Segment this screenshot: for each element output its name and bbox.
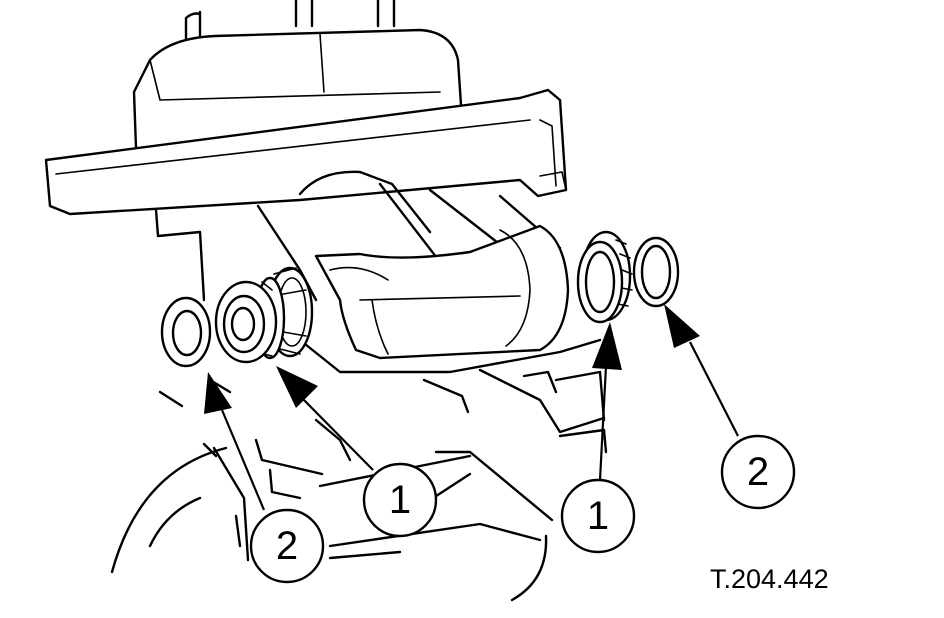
callout-2-right: 2 <box>720 434 796 510</box>
arrowhead <box>276 366 318 408</box>
left-shim <box>160 296 212 368</box>
arrowhead <box>592 322 622 370</box>
callout-label: 2 <box>276 524 298 568</box>
callout-2-left: 2 <box>249 508 325 584</box>
figure-reference: T.204.442 <box>710 564 829 594</box>
arrowhead <box>664 304 700 348</box>
callout-label: 1 <box>389 478 411 522</box>
callout-1-center: 1 <box>362 462 438 538</box>
callout-label: 2 <box>747 450 769 494</box>
leader-line <box>598 365 608 481</box>
leader-line <box>220 409 266 511</box>
left-taper-bearing <box>214 276 286 364</box>
callout-1-right: 1 <box>560 478 636 554</box>
leader-line <box>299 395 374 471</box>
arrowhead <box>204 372 232 414</box>
leader-lines <box>204 304 739 511</box>
right-taper-bearing <box>576 230 633 324</box>
callout-label: 1 <box>587 494 609 538</box>
leader-line <box>689 341 739 437</box>
gearbox-housing <box>44 0 608 602</box>
right-shim <box>632 236 680 308</box>
